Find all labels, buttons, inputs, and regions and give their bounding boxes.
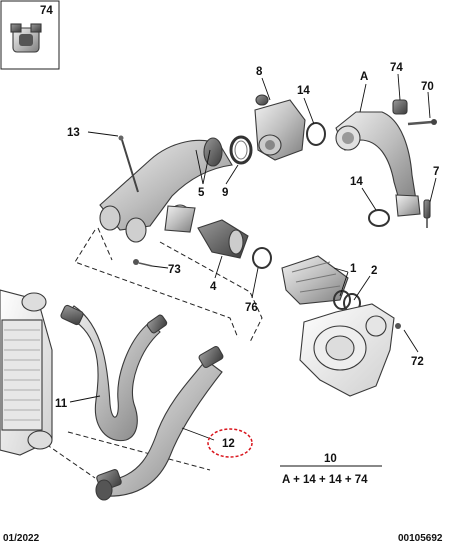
callout-14-mid: 14 (350, 176, 363, 188)
callout-1: 1 (350, 263, 357, 275)
callout-12: 12 (222, 438, 235, 450)
inset-box: 74 (0, 0, 60, 70)
callout-14-top: 14 (297, 85, 310, 97)
clip-74 (392, 99, 408, 115)
turbocharger (299, 303, 401, 397)
hose-12 (95, 345, 224, 501)
pipe-4 (197, 219, 249, 259)
callout-72: 72 (411, 356, 424, 368)
footer-date: 01/2022 (3, 533, 40, 544)
seal-ring-14-mid (368, 209, 390, 227)
callout-4: 4 (210, 281, 217, 293)
callout-8: 8 (256, 66, 263, 78)
leader-lines (69, 73, 437, 467)
seal-ring-14-upper (306, 122, 326, 146)
callout-11: 11 (55, 398, 68, 410)
hose-11 (60, 304, 168, 442)
callout-10: 10 (324, 453, 337, 465)
pipe-A (335, 111, 421, 217)
callout-2: 2 (371, 265, 377, 277)
callout-76: 76 (245, 302, 258, 314)
seal-ring-76 (252, 247, 272, 269)
callout-9: 9 (222, 187, 228, 199)
callout-A: A (360, 71, 368, 83)
callout-13: 13 (67, 127, 80, 139)
heat-shield-1 (281, 255, 349, 305)
callout-74: 74 (390, 62, 403, 74)
inset-callout: 74 (40, 5, 53, 17)
callout-73: 73 (168, 264, 181, 276)
intercooler (0, 289, 53, 456)
valve-body-8 (254, 94, 306, 161)
callout-7: 7 (433, 166, 439, 178)
bolt-73 (133, 259, 153, 267)
kit-formula: A + 14 + 14 + 74 (282, 474, 368, 486)
bolt-70 (407, 119, 437, 126)
callout-12-highlight (207, 428, 253, 458)
footer-reference: 00105692 (398, 533, 443, 544)
sensor-7 (423, 199, 431, 228)
callout-labels: 8 A 74 14 70 13 5 9 14 7 73 4 1 2 76 72 … (55, 62, 439, 465)
callout-5: 5 (198, 187, 205, 199)
clip-74-icon (10, 23, 42, 53)
callout-70: 70 (421, 81, 434, 93)
